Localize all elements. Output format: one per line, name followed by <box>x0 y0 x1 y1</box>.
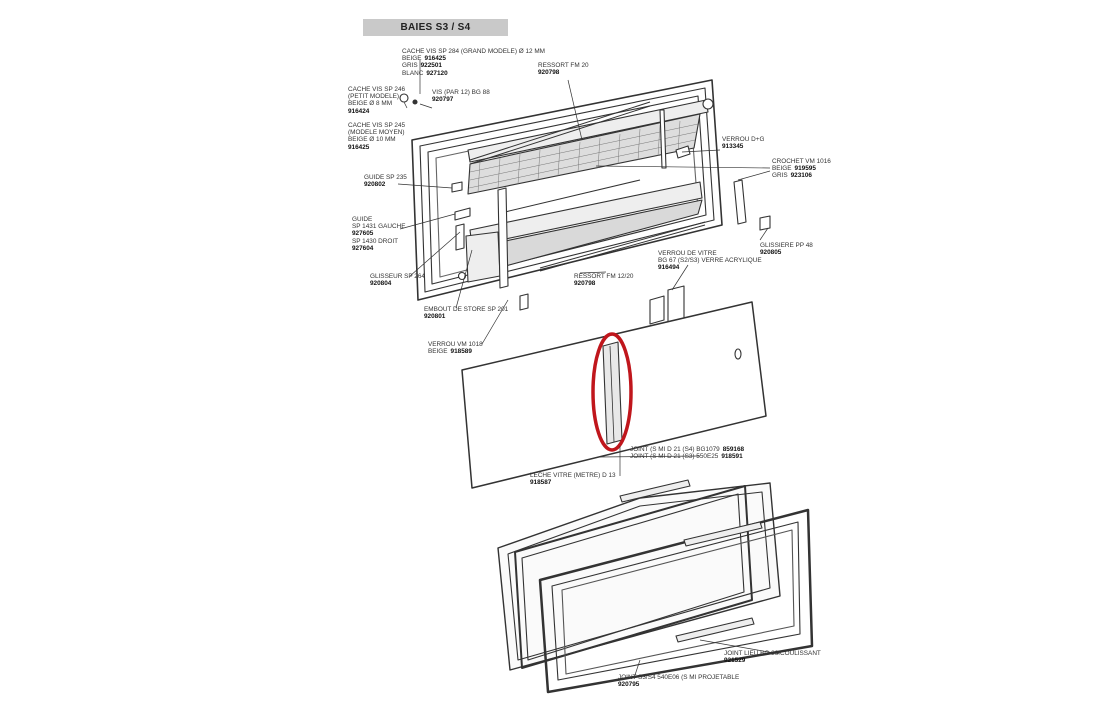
label-verrou-vitre: VERROU DE VITRE BG 67 (S2/S3) VERRE ACRY… <box>658 250 762 272</box>
label-text: BEIGE <box>428 348 448 356</box>
label-ref: 919595 <box>794 165 816 173</box>
label-ref: 920802 <box>364 181 386 189</box>
label-text: CROCHET VM 1016 <box>772 158 831 165</box>
label-text: JOINT S3/S4 540E06 (S MI PROJETABLE <box>618 674 740 681</box>
label-text: CACHE VIS SP 245 <box>348 122 406 129</box>
label-ref: 916425 <box>424 55 446 63</box>
label-verrou-dg: VERROU D+G 913345 <box>722 136 764 150</box>
label-ref: 913345 <box>722 143 744 151</box>
label-text: GUIDE SP 235 <box>364 174 407 181</box>
label-text: SP 1430 DROIT <box>352 237 399 245</box>
label-cache-vis-petit: CACHE VIS SP 246 (PETIT MODELE) BEIGE Ø … <box>348 86 405 115</box>
label-text: GLISSIERE PP 48 <box>760 242 813 249</box>
label-text: BEIGE Ø 8 MM <box>348 100 393 108</box>
label-text: VERROU D+G <box>722 136 765 143</box>
label-text: VERROU DE VITRE <box>658 250 717 257</box>
guide-rails <box>497 109 747 289</box>
label-ref: 927605 <box>352 230 374 238</box>
label-ref: 923106 <box>790 172 812 180</box>
label-ref: 920797 <box>432 96 454 104</box>
label-joint-s3s4: JOINT S3/S4 540E06 (S MI PROJETABLE 9207… <box>618 674 739 688</box>
label-text: GLISSEUR SP 264 <box>370 273 425 280</box>
label-ref: 918589 <box>450 348 472 356</box>
label-text: RESSORT FM 20 <box>538 62 589 69</box>
label-ref: 920798 <box>538 69 560 77</box>
label-text: GRIS <box>402 62 418 70</box>
small-parts <box>399 93 771 325</box>
label-ref: 922501 <box>420 62 442 70</box>
label-ref: 920795 <box>618 681 640 689</box>
label-text: (PETIT MODELE) <box>348 93 400 101</box>
label-ref: 916425 <box>348 143 370 151</box>
label-ref: 927120 <box>426 69 448 77</box>
label-ref: 918587 <box>530 479 552 487</box>
label-text: JOINT (S MI D 21 (S4) BG1079 <box>630 446 720 453</box>
label-ref: 920798 <box>574 280 596 288</box>
diagram-title: BAIES S3 / S4 <box>400 22 471 33</box>
label-ref: 916494 <box>658 264 680 272</box>
label-embout: EMBOUT DE STORE SP 201 920801 <box>424 306 508 320</box>
label-text: BEIGE Ø 10 MM <box>348 136 396 144</box>
label-glissiere: GLISSIERE PP 48 920805 <box>760 242 813 256</box>
label-text: GRIS <box>772 172 788 180</box>
label-ref: 920805 <box>760 249 782 257</box>
label-cache-vis-moyen: CACHE VIS SP 245 (MODELE MOYEN) BEIGE Ø … <box>348 122 405 151</box>
label-ref: 916424 <box>348 107 370 115</box>
label-leche-vitre: LECHE VITRE (METRE) D 13 918587 <box>530 472 616 486</box>
spring-rods <box>469 101 706 272</box>
label-ref: 927604 <box>352 244 374 252</box>
blind-panel <box>465 181 703 283</box>
label-vis-bg88: VIS (PAR 12) BG 88 920797 <box>432 89 490 103</box>
seal-frames <box>497 479 814 694</box>
label-text: CACHE VIS SP 284 (GRAND MODELE) Ø 12 MM <box>402 48 545 55</box>
label-text: SP 1431 GAUCHE <box>352 223 406 231</box>
label-text: VERROU VM 1018 <box>428 341 483 348</box>
label-joint-lieu: JOINT LIEU BG 86 COULISSANT 921529 <box>724 650 821 664</box>
label-ressort-fm20: RESSORT FM 20 920798 <box>538 62 589 76</box>
label-text: RESSORT FM 12/20 <box>574 273 634 280</box>
label-text: CACHE VIS SP 246 <box>348 86 406 93</box>
glass-wiper-strip <box>591 332 633 452</box>
label-text: BEIGE <box>402 55 422 63</box>
label-guide-sp235: GUIDE SP 235 920802 <box>364 174 407 188</box>
label-text: GUIDE <box>352 216 373 223</box>
label-ref: 920804 <box>370 280 392 288</box>
label-text: VIS (PAR 12) BG 88 <box>432 89 490 96</box>
label-text: JOINT (S MI D 21 (S3) 550E25 <box>630 453 719 461</box>
leader-lines <box>397 60 781 676</box>
label-text: BLANC <box>402 69 424 77</box>
label-text: JOINT LIEU BG 86 COULISSANT <box>724 650 821 657</box>
flyscreen-roller <box>467 98 714 195</box>
label-glisseur: GLISSEUR SP 264 920804 <box>370 273 425 287</box>
label-cache-vis-grand: CACHE VIS SP 284 (GRAND MODELE) Ø 12 MM … <box>402 48 545 77</box>
label-guide-gauche: GUIDE SP 1431 GAUCHE 927605 SP 1430 DROI… <box>352 216 406 252</box>
label-text: EMBOUT DE STORE SP 201 <box>424 306 509 313</box>
title-bar: BAIES S3 / S4 <box>363 19 508 36</box>
label-ref: 918591 <box>721 453 743 461</box>
label-text: LECHE VITRE (METRE) D 13 <box>530 472 616 479</box>
label-text: BG 67 (S2/S3) VERRE ACRYLIQUE <box>658 257 762 265</box>
label-text: BEIGE <box>772 165 792 173</box>
label-ref: 859168 <box>722 446 745 453</box>
label-text: (MODELE MOYEN) <box>348 129 405 137</box>
label-ressort-fm12: RESSORT FM 12/20 920798 <box>574 273 633 287</box>
label-ref: 920801 <box>424 313 446 321</box>
label-ref: 921529 <box>724 657 746 665</box>
